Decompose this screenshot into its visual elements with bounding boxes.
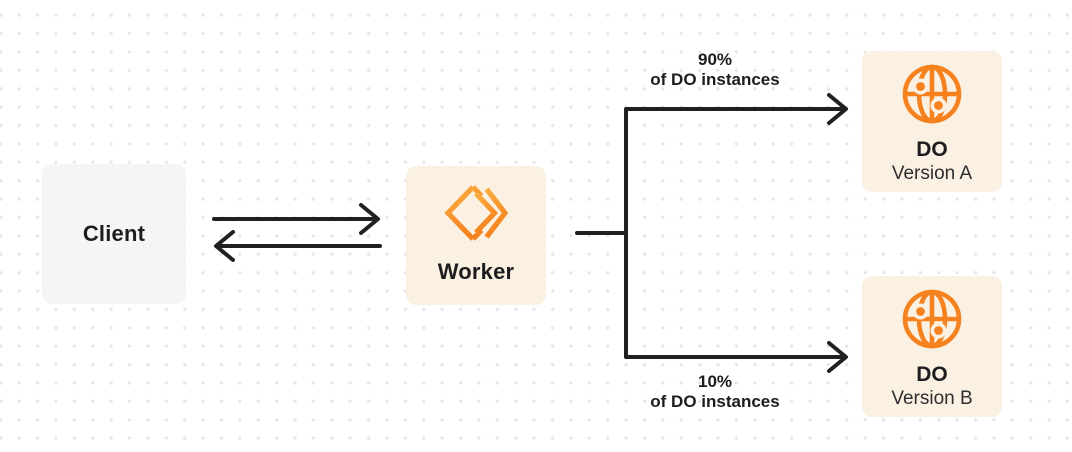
client-to-worker-arrow (212, 203, 380, 235)
worker-to-client-arrow (214, 230, 382, 262)
arrowhead-top-icon (827, 93, 848, 125)
globe-with-dots-icon (902, 64, 962, 124)
branch-bottom-percent: 10% (697, 372, 733, 391)
worker-node: Worker (406, 166, 546, 305)
do-b-subtitle: Version B (891, 388, 973, 409)
branch-label-bottom: 10% of DO instances (605, 372, 825, 412)
branch-bottom-caption: of DO instances (650, 392, 780, 411)
worker-split-connector (575, 107, 843, 359)
do-a-title: DO (916, 138, 948, 161)
do-version-b-node: DO Version B (862, 276, 1002, 417)
arrowhead-bottom-icon (827, 341, 848, 373)
globe-with-dots-icon (902, 289, 962, 349)
do-b-title: DO (916, 363, 948, 386)
client-label: Client (82, 221, 146, 246)
branch-top-percent: 90% (697, 50, 733, 69)
branch-top-caption: of DO instances (650, 70, 780, 89)
worker-label: Worker (437, 259, 515, 284)
do-a-subtitle: Version A (891, 163, 973, 184)
client-node: Client (42, 164, 186, 304)
do-version-a-node: DO Version A (862, 51, 1002, 192)
workers-chevrons-icon (444, 185, 509, 241)
branch-label-top: 90% of DO instances (605, 50, 825, 90)
